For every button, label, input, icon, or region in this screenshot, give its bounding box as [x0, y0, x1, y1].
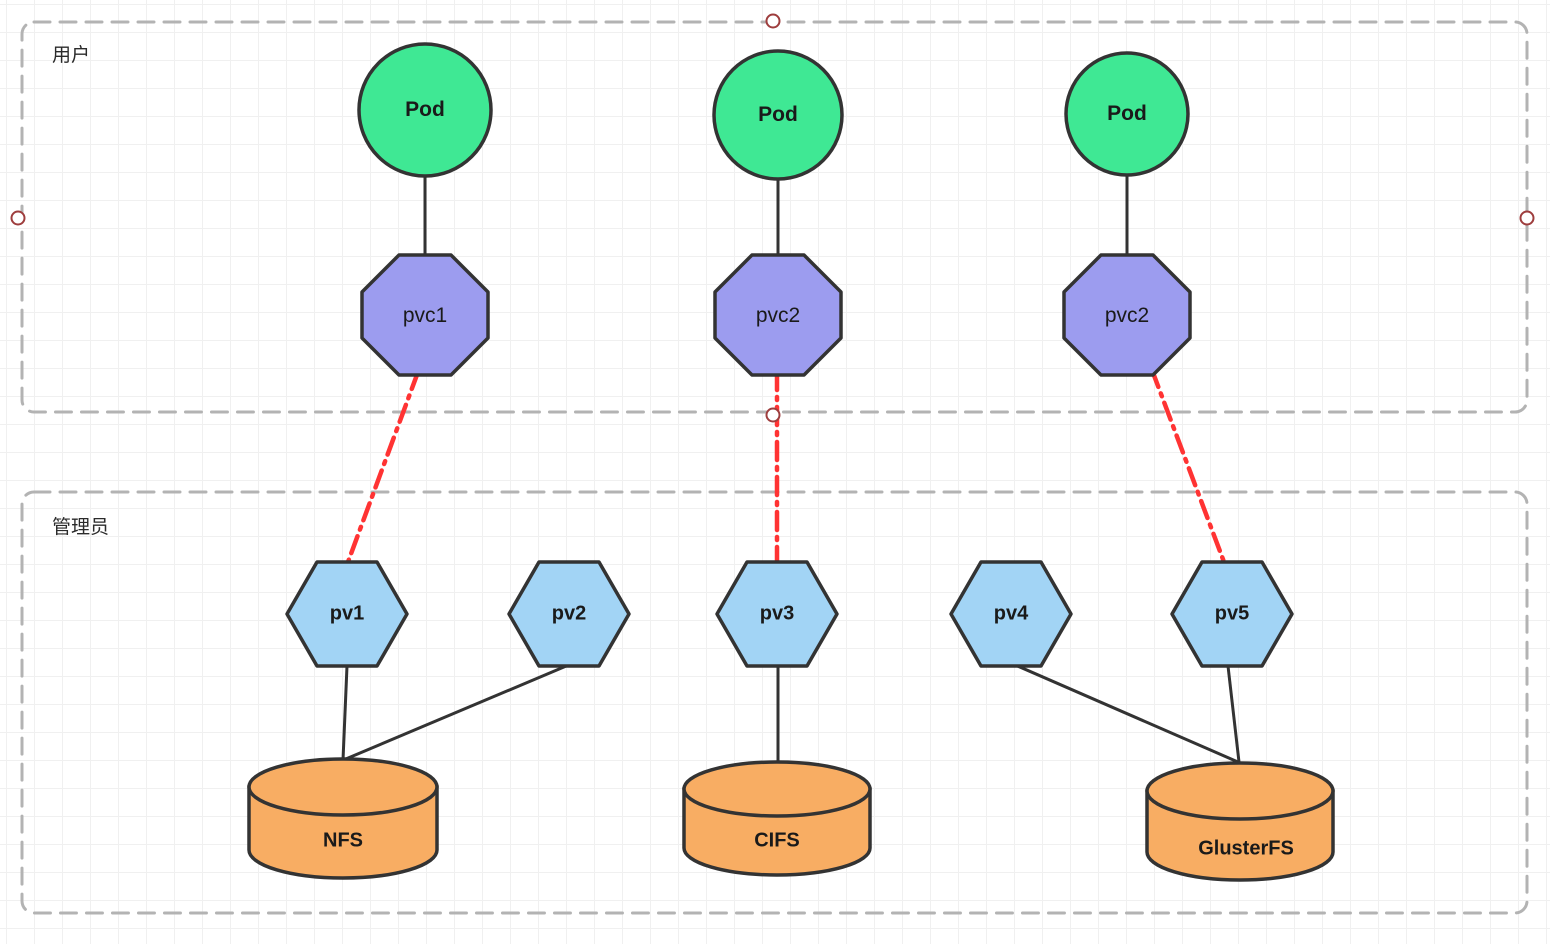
link-pv4-glusterfs[interactable] [1012, 662, 1239, 764]
selection-handles [10, 13, 1535, 423]
pv-node-3[interactable] [715, 560, 839, 668]
link-pvc2b-pv5[interactable] [1149, 367, 1227, 565]
pv-node-5[interactable] [1170, 560, 1294, 668]
pvc-node-2[interactable] [713, 253, 843, 377]
resize-handle-left[interactable] [10, 210, 26, 226]
pv-nodes [285, 560, 1294, 668]
resize-handle-right[interactable] [1519, 210, 1535, 226]
link-pv2-nfs[interactable] [340, 662, 572, 763]
link-pv1-nfs[interactable] [341, 665, 349, 761]
pod-nodes [357, 42, 1190, 181]
pvc-node-3[interactable] [1062, 253, 1192, 377]
pv-node-2[interactable] [507, 560, 631, 668]
links-layer [340, 175, 1241, 764]
group-title-admin: 管理员 [52, 517, 110, 538]
pvc-node-1[interactable] [360, 253, 490, 377]
storage-node-cifs[interactable] [682, 760, 872, 877]
storage-node-glusterfs[interactable] [1145, 761, 1335, 882]
pod-node-2[interactable] [712, 49, 844, 181]
group-admin-box[interactable] [20, 490, 1529, 915]
resize-handle-bottom[interactable] [765, 407, 781, 423]
link-pvc1-pv1[interactable] [345, 369, 421, 565]
pod-node-1[interactable] [357, 42, 493, 178]
resize-handle-top[interactable] [765, 13, 781, 29]
storage-nodes [247, 757, 1335, 882]
storage-node-nfs[interactable] [247, 757, 439, 880]
link-pv5-glusterfs[interactable] [1226, 665, 1241, 763]
group-title-user: 用户 [52, 45, 91, 66]
pod-node-3[interactable] [1064, 51, 1190, 177]
pv-node-1[interactable] [285, 560, 409, 668]
pv-node-4[interactable] [949, 560, 1073, 668]
pvc-nodes [360, 253, 1192, 377]
